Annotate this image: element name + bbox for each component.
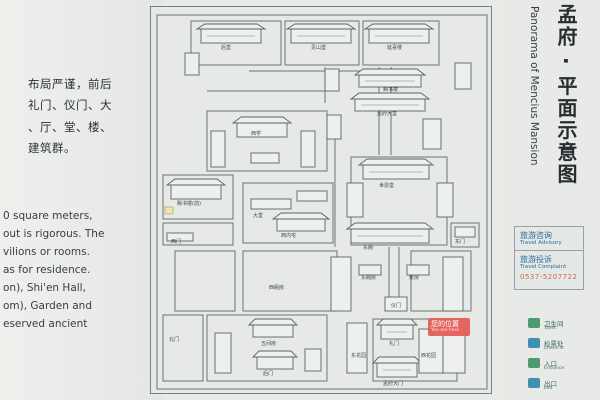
map-label-16: 西厢房 [269,284,284,291]
legend-toilet-zh: 卫生间 [544,320,564,328]
description-en-line-6: om), Garden and [3,300,92,312]
map-label-5: 仪门 [391,302,401,309]
map-label-17: 东厢房 [361,274,376,281]
map-label-8: 东花园 [351,352,366,359]
map-label-22: 东门 [455,238,465,245]
map-label-13: 大堂 [253,212,263,219]
toilet-icon [528,318,540,328]
legend-check-in-zh: 检票处 [544,340,564,348]
exit-icon [528,378,540,388]
description-panel: 布局严谨，前后 礼门、仪门、大 、厅、堂、楼、 建筑群。 0 square me… [0,0,165,400]
you-are-here-zh: 您的位置 [431,320,459,328]
travel-advisory-en: Travel Advisory [520,240,562,246]
you-are-here-en: You are here [431,328,460,333]
map-label-19: 五间房 [261,340,276,347]
description-zh-line-1: 布局严谨，前后 [28,77,112,91]
travel-complaint-box: 旅游投诉 Travel Complaint 0537-5207722 [514,250,584,290]
map-label-4: 孟府大堂 [377,110,397,117]
legend-toilet-en: Toilet [544,326,556,331]
map-label-1: 见山堂 [311,44,326,51]
map-label-3: 赐书楼 [383,86,398,93]
toilet-marker-icon [164,206,174,215]
map-label-12: 赐书楼(前) [177,200,201,207]
legend-entrance-zh: 入口 [544,360,557,368]
description-en-line-3: vilions or rooms. [3,246,90,258]
description-zh-line-4: 建筑群。 [28,141,76,155]
map-label-11: 世恩堂 [379,182,394,189]
travel-complaint-zh: 旅游投诉 [520,255,552,264]
you-are-here-marker: 您的位置 You are here [428,318,470,336]
title-column [500,0,600,400]
map-label-20: 后门 [263,370,273,377]
ticket-check-icon [528,338,540,348]
mansion-map: 后堂 见山堂 延喜楼 赐书楼 孟府大堂 西学 世恩堂 赐书楼(前) 大堂 西内宅… [150,6,492,394]
entrance-icon [528,358,540,368]
map-drawing: 后堂 见山堂 延喜楼 赐书楼 孟府大堂 西学 世恩堂 赐书楼(前) 大堂 西内宅… [156,14,488,390]
description-en-line-2: out is rigorous. The [3,228,105,240]
travel-complaint-number: 0537-5207722 [520,273,578,281]
travel-complaint-en: Travel Complaint [520,264,567,270]
map-label-0: 后堂 [221,44,231,51]
map-title-en: Panorama of Mencius Mansion [528,6,540,166]
map-label-21: 北门 [169,336,179,343]
map-label-6: 礼门 [389,340,399,347]
description-en-line-1: 0 square meters, [3,210,93,222]
legend-exit-zh: 出口 [544,380,557,388]
legend-exit-en: Exit [544,386,553,391]
description-zh-line-3: 、厅、堂、楼、 [28,120,112,134]
map-label-7: 孟府大门 [383,380,403,387]
description-en-line-7: eserved ancient [3,318,88,330]
map-label-23: 西门 [171,238,181,245]
map-title-zh: 孟府 · 平面示意图 [554,4,578,186]
map-label-10: 西学 [251,130,261,137]
map-label-2: 延喜楼 [387,44,402,51]
map-label-18: 账房 [409,274,419,281]
legend-check-in-en: Check-in [544,346,564,351]
map-label-15: 东厢 [363,244,373,251]
travel-advisory-zh: 旅游咨询 [520,231,552,240]
description-en-line-4: as for residence. [3,264,91,276]
description-zh-line-2: 礼门、仪门、大 [28,98,112,112]
map-label-9: 西花园 [421,352,436,359]
legend-entrance-en: Entrance [544,366,565,371]
map-label-14: 西内宅 [281,232,296,239]
description-en-line-5: on), Shi'en Hall, [3,282,86,294]
